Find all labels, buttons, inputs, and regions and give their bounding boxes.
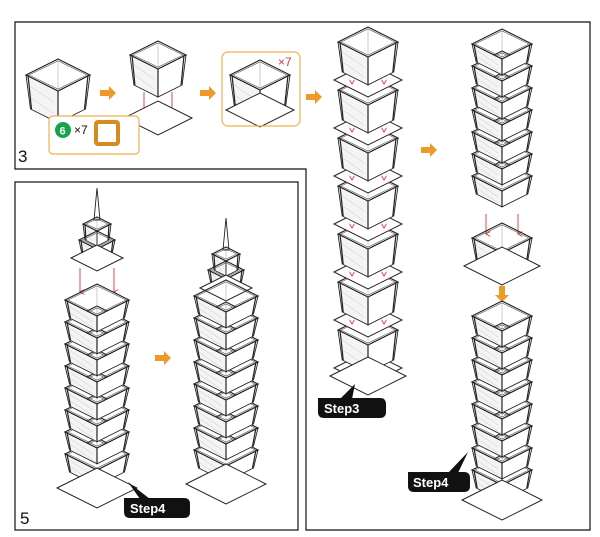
tower-segment xyxy=(192,345,260,395)
step-tag-lower-right: Step4 xyxy=(408,452,470,492)
tower-before xyxy=(63,283,131,487)
spire-guides xyxy=(80,268,114,292)
bottom-plate xyxy=(328,356,408,396)
tower-after xyxy=(192,279,260,483)
tower-segment xyxy=(470,432,534,480)
tower-base-plate xyxy=(55,467,139,509)
part-number-badge-icon xyxy=(55,122,71,138)
tower-segment xyxy=(63,283,131,333)
spire-base-plate xyxy=(69,244,125,272)
tower-segment xyxy=(192,411,260,461)
repeat-multiplier: ×7 xyxy=(278,55,292,69)
separated-plate xyxy=(462,246,542,286)
panel-step3: 3 xyxy=(18,40,322,166)
arrow-right xyxy=(421,143,437,157)
part-number: 6 xyxy=(60,126,66,138)
tower-base-plate xyxy=(184,463,268,505)
segment-stack-exploded xyxy=(328,26,408,396)
arrow-right xyxy=(306,90,322,104)
tower-segment xyxy=(336,170,400,230)
tower-segment xyxy=(63,305,131,355)
step4-tag-left-label: Step4 xyxy=(130,501,166,516)
step-tag-lower-left: Step4 xyxy=(124,482,190,518)
tower-segment xyxy=(63,371,131,421)
step-number-3: 3 xyxy=(18,147,27,166)
spire-top xyxy=(69,187,125,272)
part-callout: 6 ×7 xyxy=(48,115,140,155)
tower-segment xyxy=(336,74,400,134)
tower-segment xyxy=(336,26,400,86)
tower-base-plate xyxy=(460,479,544,521)
arrow-right xyxy=(200,86,216,100)
tower-segment xyxy=(192,279,260,329)
assembled-upper-tower xyxy=(470,28,534,208)
arrow-right xyxy=(155,351,171,365)
tower-stacking-area xyxy=(328,26,544,521)
single-box xyxy=(24,58,92,124)
tower-segment xyxy=(63,393,131,443)
frame-piece-icon xyxy=(94,120,120,146)
panel-step5: 5 xyxy=(14,181,299,531)
tower-segment xyxy=(470,344,534,392)
tower-segment xyxy=(470,160,534,208)
tower-segment xyxy=(63,327,131,377)
step-number-5: 5 xyxy=(20,509,29,528)
outer-frame xyxy=(14,21,591,531)
base-plate xyxy=(122,100,194,136)
tower-segment xyxy=(470,366,534,414)
step4-tag-right-label: Step4 xyxy=(413,475,449,490)
tower-segment xyxy=(470,28,534,76)
box-plate xyxy=(224,92,296,128)
part-multiplier: ×7 xyxy=(74,123,88,137)
repeat-callout: ×7 xyxy=(221,51,301,127)
step-tag-upper: Step3 xyxy=(318,384,386,418)
step3-tag-label: Step3 xyxy=(324,401,359,416)
arrow-down xyxy=(495,286,509,302)
tower-segment xyxy=(192,367,260,417)
spire-attached xyxy=(198,217,254,302)
tower-segment xyxy=(470,138,534,186)
box-being-placed xyxy=(128,40,188,98)
tower-segment xyxy=(470,300,534,348)
arrow-right xyxy=(100,86,116,100)
assembled-full-tower xyxy=(470,300,534,502)
